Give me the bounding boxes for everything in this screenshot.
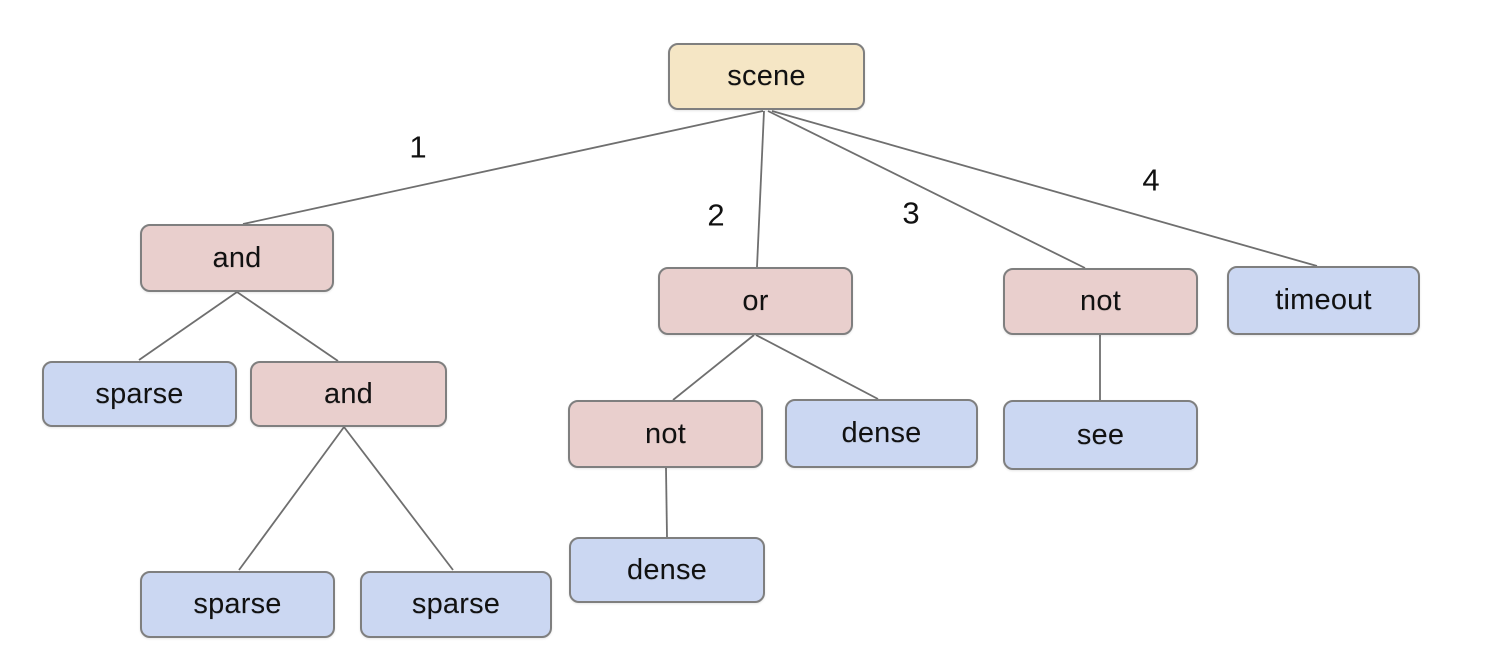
tree-node-dense1[interactable]: dense	[785, 399, 978, 468]
tree-node-sparse3[interactable]: sparse	[360, 571, 552, 638]
tree-node-sparse2[interactable]: sparse	[140, 571, 335, 638]
tree-node-label: scene	[727, 60, 806, 92]
tree-node-label: or	[742, 284, 769, 317]
edge-order-label-1: 1	[409, 129, 427, 165]
edge-and2-sparse3	[343, 426, 454, 571]
tree-node-timeout1[interactable]: timeout	[1227, 266, 1420, 335]
edge-order-label-3: 3	[902, 195, 920, 231]
edge-scene-or1	[756, 110, 765, 268]
tree-node-label: dense	[841, 417, 922, 449]
edge-or1-not2	[672, 334, 755, 401]
tree-node-label: and	[324, 377, 373, 410]
tree-node-label: timeout	[1275, 284, 1372, 316]
edge-scene-timeout1	[771, 110, 1318, 267]
tree-node-scene[interactable]: scene	[668, 43, 865, 110]
tree-node-label: not	[1080, 285, 1121, 317]
edge-order-label-4: 4	[1142, 162, 1160, 198]
tree-node-label: dense	[626, 553, 707, 586]
tree-node-and1[interactable]: and	[140, 224, 334, 292]
tree-node-sparse1[interactable]: sparse	[42, 361, 237, 427]
tree-node-not2[interactable]: not	[568, 400, 763, 468]
tree-node-not1[interactable]: not	[1003, 268, 1198, 335]
tree-node-and2[interactable]: and	[250, 361, 447, 427]
edge-not2-dense2	[665, 467, 668, 538]
tree-node-see1[interactable]: see	[1003, 400, 1198, 470]
edge-scene-and1	[242, 110, 764, 225]
tree-node-label: not	[645, 417, 686, 450]
edge-or1-dense1	[755, 334, 879, 400]
edge-order-label-2: 2	[707, 197, 725, 233]
tree-node-label: see	[1076, 418, 1125, 451]
edge-and1-sparse1	[138, 291, 238, 361]
tree-node-label: and	[212, 241, 262, 274]
edge-and2-sparse2	[238, 426, 345, 571]
edge-scene-not1	[767, 110, 1086, 269]
tree-node-label: sparse	[411, 588, 501, 620]
tree-node-or1[interactable]: or	[658, 267, 853, 335]
tree-node-label: sparse	[95, 377, 184, 410]
tree-node-label: sparse	[193, 588, 282, 620]
edge-and1-and2	[236, 291, 339, 362]
tree-node-dense2[interactable]: dense	[569, 537, 765, 603]
